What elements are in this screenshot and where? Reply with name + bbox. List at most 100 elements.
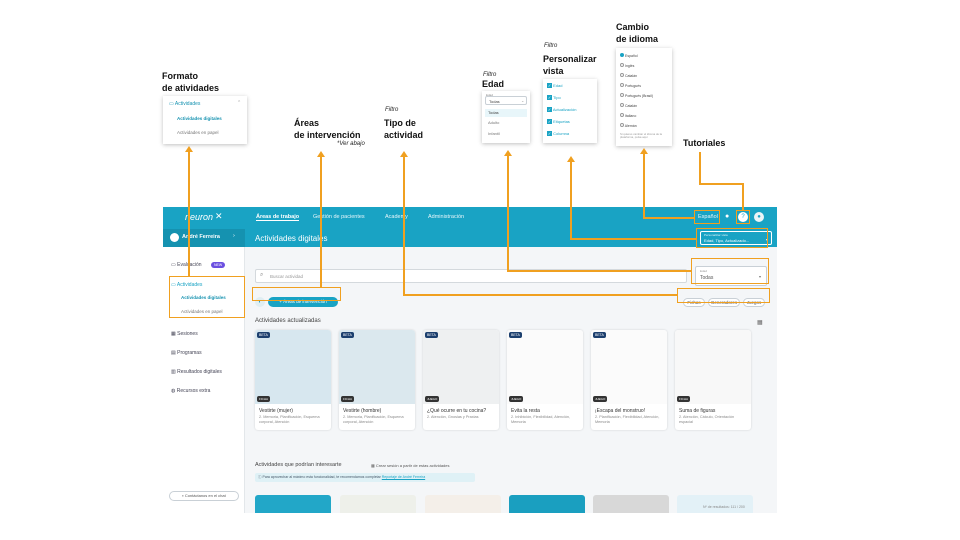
annotation-vista: Personalizar vista — [543, 54, 597, 76]
language-option[interactable]: Inglés — [620, 63, 634, 68]
edad-option-adult[interactable]: Adulto — [488, 120, 500, 125]
annotation-areas-note: *Ver abajo — [337, 141, 365, 147]
annotation-edad: Edad — [482, 79, 505, 89]
connector-vista-h — [570, 238, 696, 240]
sidebar-item-actividades[interactable]: ▭ Actividades — [171, 282, 203, 288]
nav-academy[interactable]: Academy — [385, 214, 408, 220]
edad-option-all[interactable]: Todas — [485, 109, 527, 117]
grid-view-icon[interactable]: ▦ — [757, 320, 763, 326]
bottom-card[interactable] — [509, 495, 585, 513]
sidebar-item-recursos[interactable]: ◍ Recursos extra — [171, 388, 211, 394]
sidebar-item-sesiones[interactable]: ▦ Sesiones — [171, 331, 198, 337]
language-selector[interactable]: Español — [698, 214, 718, 220]
connector-edad-v — [507, 156, 509, 271]
edad-card-label: Edad — [486, 93, 494, 97]
areas-button[interactable]: + Áreas de intervención — [268, 297, 338, 307]
edad-card-select[interactable]: Todas ⌄ — [485, 96, 527, 105]
info-link[interactable]: Reportaje de André Ferreira — [381, 475, 426, 479]
avatar-icon[interactable]: ● — [754, 212, 764, 222]
chevron-up-icon: ⌃ — [237, 100, 242, 106]
vista-item[interactable]: ✓ Etiquetas — [547, 119, 570, 124]
checkbox-icon: ✓ — [547, 131, 552, 136]
sessions-icon: ▦ — [171, 331, 176, 337]
language-option[interactable]: Catalán — [620, 73, 637, 78]
vista-item[interactable]: ✓ Actualización — [547, 107, 577, 112]
age-select[interactable]: Edad Todas ▾ — [695, 266, 767, 286]
arrowhead — [504, 150, 512, 156]
sidebar-item-resultados[interactable]: ▥ Resultados digitales — [171, 369, 222, 375]
user-bar[interactable]: André Ferreira › — [163, 229, 245, 247]
radio-icon — [620, 63, 624, 67]
search-input[interactable]: ⌕ Buscar actividad — [255, 269, 687, 283]
connector-tipo-v — [403, 157, 405, 295]
vista-card: ✓ Edad ✓ Tipo ✓ Actualización ✓ Etiqueta… — [543, 79, 597, 143]
nav-patients[interactable]: Gestión de pacientes — [313, 214, 365, 220]
language-option[interactable]: Español — [620, 53, 638, 58]
caret-down-icon: ▾ — [759, 274, 762, 279]
programs-icon: ▤ — [171, 350, 176, 356]
nav-administration[interactable]: Administración — [428, 214, 465, 220]
idioma-card: Español Inglés Catalán Portugués Portugu… — [616, 48, 672, 146]
connector-idioma-h — [643, 217, 694, 219]
logo-mark-icon: ✕ — [215, 211, 223, 221]
type-tag: JUEGO — [593, 396, 608, 402]
annotation-tipo-pre: Filtro — [385, 107, 399, 113]
annotation-tipo: Tipo de actividad — [384, 118, 424, 140]
filter-icon[interactable]: ◐ — [255, 297, 265, 307]
sidebar: André Ferreira › ▭ Evaluación NEW ▭ Acti… — [163, 229, 245, 513]
nav-workspaces[interactable]: Áreas de trabajo — [256, 214, 300, 221]
bottom-card[interactable] — [255, 495, 331, 513]
vista-item[interactable]: ✓ Edad — [547, 83, 563, 88]
formato-item-paper[interactable]: Actividades en papel — [177, 130, 219, 135]
activity-thumbnail — [507, 330, 583, 404]
bottom-card[interactable] — [340, 495, 416, 513]
activity-title: ¡Escapa del monstruo! — [595, 408, 646, 414]
formato-item-digital[interactable]: Actividades digitales — [177, 116, 222, 121]
sidebar-item-evaluacion[interactable]: ▭ Evaluación NEW — [171, 262, 226, 268]
activity-thumbnail — [591, 330, 667, 404]
bottom-card[interactable] — [593, 495, 669, 513]
activity-thumbnail — [675, 330, 751, 404]
language-option[interactable]: Portugués (Brasil) — [620, 93, 653, 98]
help-icon[interactable]: ? — [738, 212, 748, 222]
vista-item[interactable]: ✓ Tipo — [547, 95, 561, 100]
arrowhead — [400, 151, 408, 157]
arrowhead — [185, 146, 193, 152]
language-option[interactable]: Alemán — [620, 123, 637, 128]
highlight-idioma — [694, 210, 720, 224]
notification-bell-icon[interactable]: ● — [725, 213, 730, 220]
highlight-edad — [691, 258, 769, 284]
bottom-card[interactable] — [425, 495, 501, 513]
annotation-areas: Áreas de intervención — [294, 118, 361, 140]
sidebar-item-actividades-papel[interactable]: Actividades en papel — [181, 309, 223, 314]
new-badge: NEW — [210, 262, 226, 268]
activity-description: 2. Memoria, Planificación, Esquema corpo… — [259, 415, 320, 424]
language-option[interactable]: Italiano — [620, 113, 636, 118]
checkbox-icon: ✓ — [547, 95, 552, 100]
edad-option-child[interactable]: Infantil — [488, 131, 500, 136]
type-tag: JUEGO — [509, 396, 524, 402]
sidebar-item-programas[interactable]: ▤ Programas — [171, 350, 202, 356]
vista-item[interactable]: ✓ Columna — [547, 131, 570, 136]
section-title-updated: Actividades actualizadas — [255, 318, 321, 324]
radio-icon — [620, 73, 624, 77]
language-option[interactable]: Catalán — [620, 103, 637, 108]
language-option[interactable]: Portugués — [620, 83, 641, 88]
logo[interactable]: neuron — [185, 212, 214, 222]
annotation-vista-pre: Filtro — [544, 43, 558, 49]
sidebar-item-actividades-digitales[interactable]: Actividades digitales — [181, 295, 226, 300]
create-session-link[interactable]: ▦ Crear sesión a partir de estas activid… — [371, 463, 450, 468]
chat-button[interactable]: ▪ Contáctanos en el chat — [169, 491, 239, 501]
activity-thumbnail — [423, 330, 499, 404]
checkbox-icon: ✓ — [547, 83, 552, 88]
bottom-card[interactable] — [677, 495, 753, 513]
results-icon: ▥ — [171, 369, 176, 375]
radio-icon — [620, 83, 624, 87]
connector-formato — [188, 152, 190, 276]
